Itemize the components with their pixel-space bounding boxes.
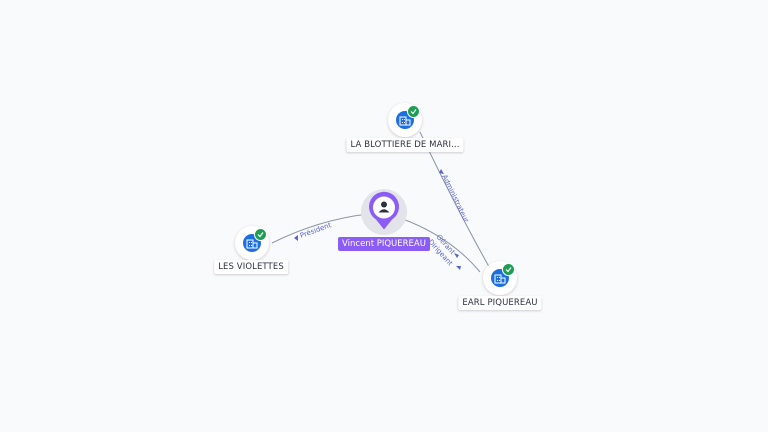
edge-arrow xyxy=(456,266,461,270)
edge-label-administrateur: Administrateur xyxy=(440,173,470,224)
company-node-blottiere[interactable] xyxy=(388,103,422,137)
person-node[interactable] xyxy=(367,191,401,237)
person-name-label[interactable]: Vincent PIQUEREAU xyxy=(338,237,430,251)
check-badge-icon xyxy=(502,263,515,276)
company-label-violettes[interactable]: LES VIOLETTES xyxy=(214,260,288,274)
edge-label-president: Président xyxy=(299,221,333,240)
company-node-violettes[interactable] xyxy=(235,226,269,260)
company-node-earl[interactable] xyxy=(483,261,517,295)
company-label-earl[interactable]: EARL PIQUEREAU xyxy=(458,296,542,310)
person-pin-icon xyxy=(369,191,399,230)
check-badge-icon xyxy=(407,105,420,118)
edge-arrow xyxy=(439,169,444,174)
edge-gerant xyxy=(399,217,481,273)
company-label-blottiere[interactable]: LA BLOTTIERE DE MARI... xyxy=(346,138,464,152)
check-badge-icon xyxy=(254,228,267,241)
edge-arrow xyxy=(294,235,298,241)
edge-arrow xyxy=(454,253,459,258)
edge-president xyxy=(271,213,369,244)
